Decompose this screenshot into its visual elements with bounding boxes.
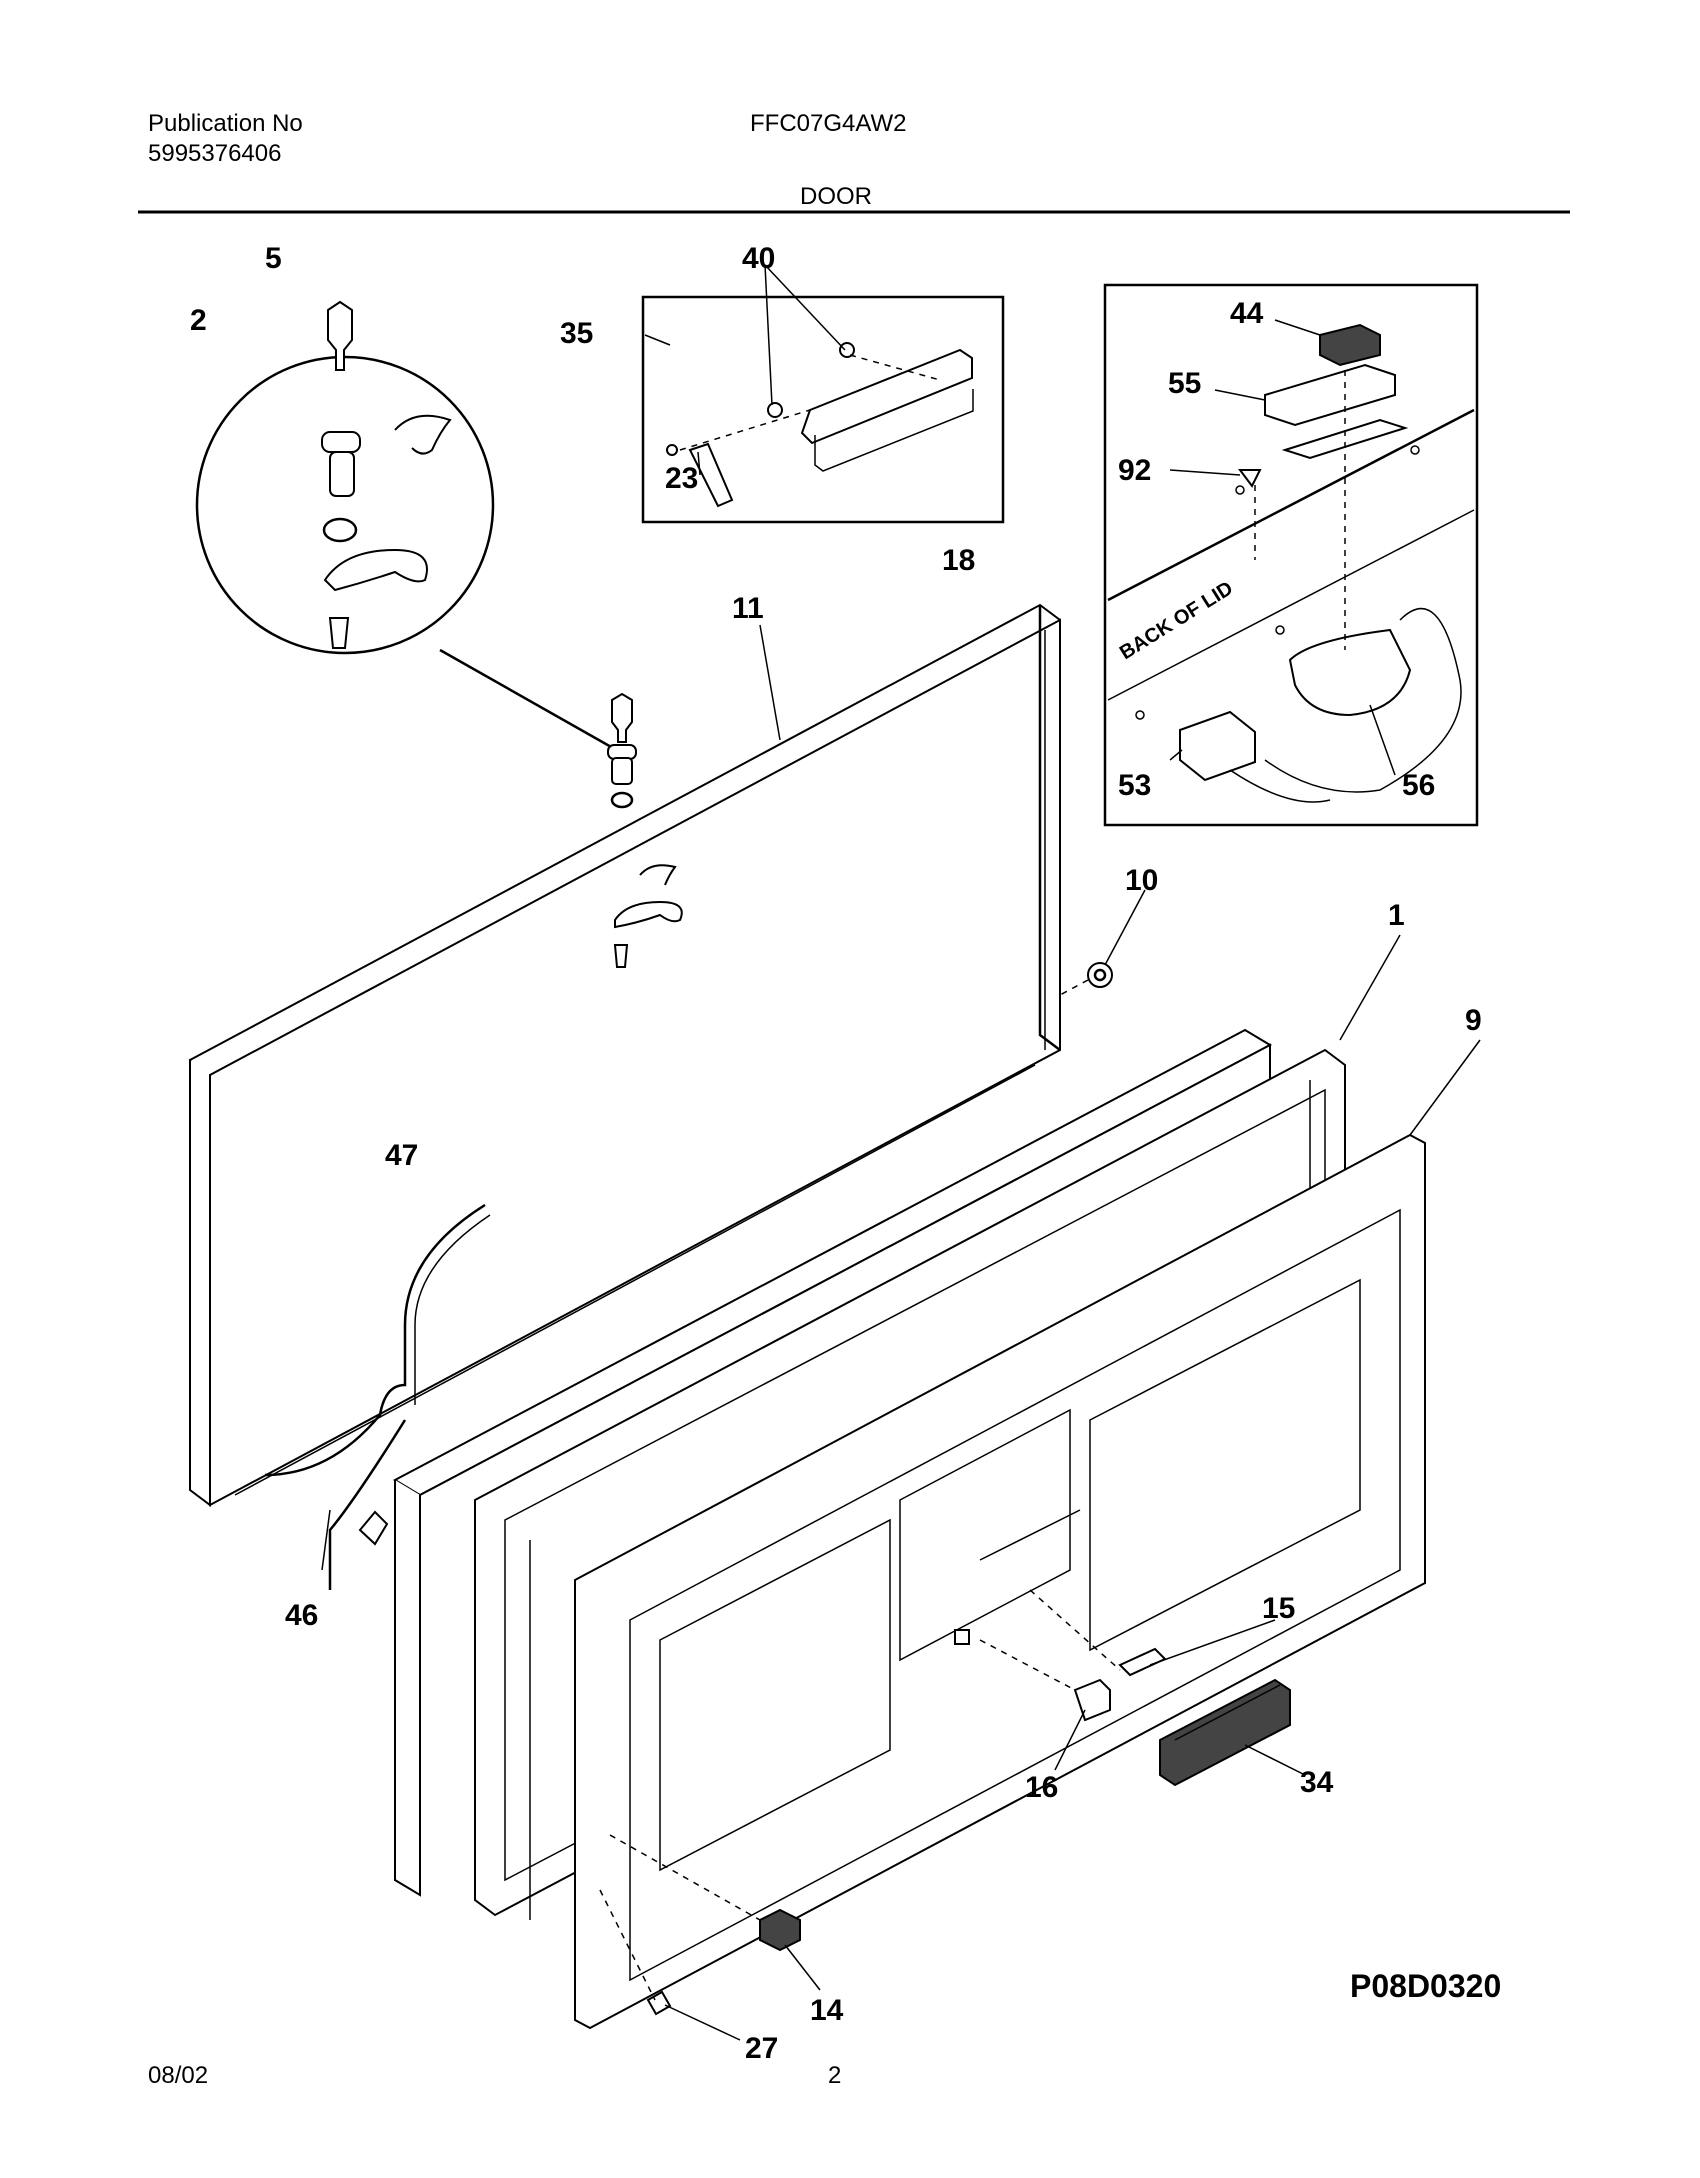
handle-detail-box: [641, 295, 1005, 524]
part-label-92: 92: [1118, 454, 1151, 487]
publication-label: Publication No: [148, 110, 303, 137]
publication-number: 5995376406: [148, 140, 282, 167]
lid-lock-hardware: [607, 692, 683, 968]
footer-date: 08/02: [148, 2062, 209, 2089]
part-label-1: 1: [1388, 899, 1405, 932]
part-label-35: 35: [560, 317, 593, 350]
part-label-27: 27: [745, 2032, 778, 2065]
part-label-40: 40: [742, 242, 775, 275]
diagram-code: P08D0320: [1350, 1968, 1501, 2004]
part-label-34: 34: [1300, 1766, 1334, 1799]
part-label-15: 15: [1262, 1592, 1295, 1625]
model-number: FFC07G4AW2: [750, 110, 907, 137]
part-label-46: 46: [285, 1599, 318, 1632]
inner-door-liner: [574, 1133, 1426, 2030]
part-label-56: 56: [1402, 769, 1435, 802]
part-label-55: 55: [1168, 367, 1201, 400]
section-title: DOOR: [800, 183, 872, 210]
part-label-14: 14: [810, 1994, 844, 2027]
part-label-53: 53: [1118, 769, 1151, 802]
part-label-18: 18: [942, 544, 975, 577]
part-label-11: 11: [732, 592, 764, 625]
part-label-23: 23: [665, 462, 698, 495]
wiring-harness: [264, 1203, 491, 1590]
part-label-47: 47: [385, 1139, 418, 1172]
part-labels: 5 2 40 35 23 18 44 55 92 53 56 11 10 1 9…: [190, 242, 1501, 2065]
leader-lines: [644, 264, 1481, 2041]
switch-part: [609, 1834, 801, 1952]
lock-detail-leader: [439, 648, 621, 754]
part-label-10: 10: [1125, 864, 1158, 897]
back-of-lid-detail-box: BACK OF LID: [1103, 283, 1479, 827]
push-pin: [599, 1889, 672, 2016]
lid-stop-bumper: [1059, 962, 1113, 996]
back-of-lid-label: BACK OF LID: [1116, 577, 1237, 664]
part-label-16: 16: [1025, 1771, 1058, 1804]
footer-page: 2: [828, 2062, 842, 2089]
part-label-44: 44: [1230, 297, 1264, 330]
part-label-9: 9: [1465, 1004, 1482, 1037]
lid-outer-panel: [188, 603, 1061, 1507]
light-lens: [1159, 1678, 1291, 1787]
lock-detail-circle: [195, 300, 495, 655]
part-label-5: 5: [265, 242, 282, 275]
part-label-2: 2: [190, 304, 207, 337]
